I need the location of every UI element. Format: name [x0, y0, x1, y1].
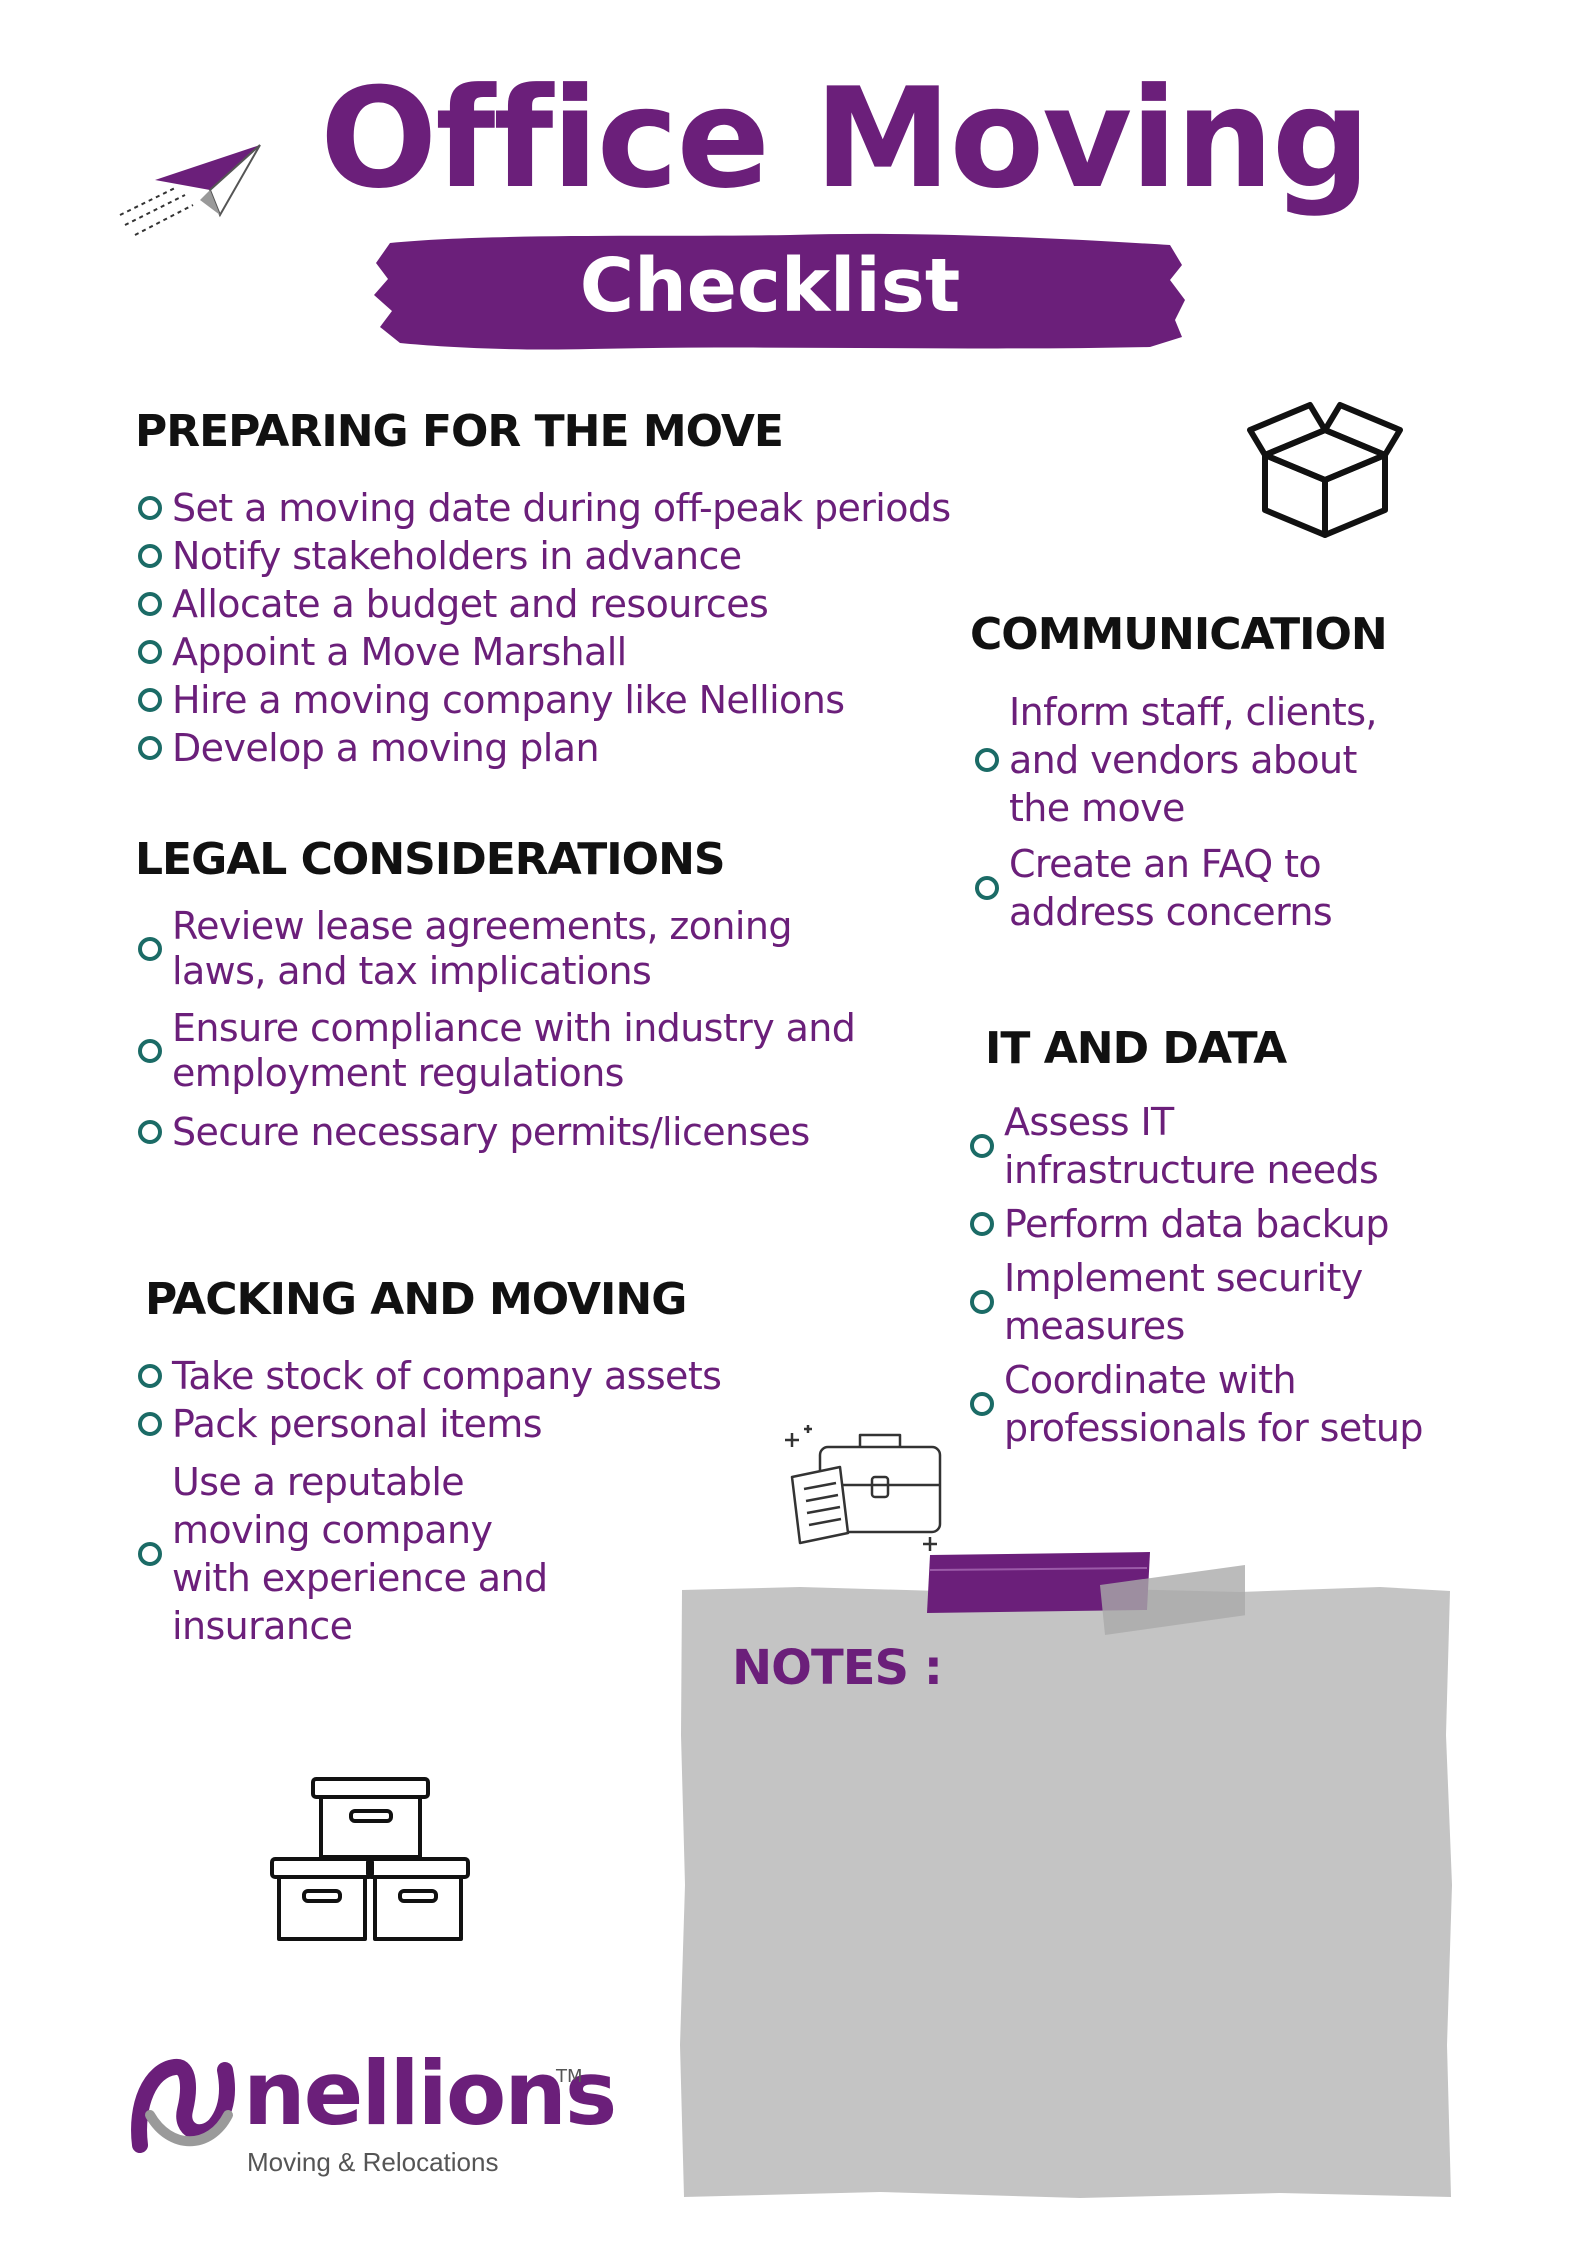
- list-item: Secure necessary permits/licenses: [138, 1108, 858, 1156]
- paper-plane-icon: [119, 144, 261, 236]
- list-item: Appoint a Move Marshall: [138, 628, 1038, 676]
- page-subtitle: Checklist: [579, 243, 961, 329]
- page-title: Office Moving: [320, 58, 1371, 219]
- notes-panel: [680, 1587, 1452, 2198]
- list-item: Implement security measures: [970, 1254, 1410, 1350]
- bullet-icon: [970, 1290, 994, 1314]
- section-heading-it: IT AND DATA: [985, 1023, 1287, 1074]
- section-heading-packing: PACKING AND MOVING: [145, 1274, 687, 1325]
- list-item: Notify stakeholders in advance: [138, 532, 1038, 580]
- nellions-logo-icon: [131, 2059, 235, 2153]
- bullet-icon: [138, 640, 162, 664]
- bullet-icon: [138, 1039, 162, 1063]
- list-item: Perform data backup: [970, 1200, 1470, 1248]
- bullet-icon: [970, 1134, 994, 1158]
- list-item: Allocate a budget and resources: [138, 580, 1038, 628]
- section-heading-communication: COMMUNICATION: [970, 609, 1388, 660]
- bullet-icon: [138, 1542, 162, 1566]
- list-item: Set a moving date during off-peak period…: [138, 484, 1038, 532]
- bullet-icon: [138, 544, 162, 568]
- brush-stroke-banner: [374, 233, 1185, 350]
- bullet-icon: [975, 748, 999, 772]
- tape-strip: [927, 1552, 1245, 1635]
- brand-name: nellions: [243, 2042, 617, 2145]
- list-item: Inform staff, clients, and vendors about…: [975, 688, 1405, 832]
- bullet-icon: [138, 688, 162, 712]
- bullet-icon: [138, 592, 162, 616]
- preparing-list: Set a moving date during off-peak period…: [138, 484, 1038, 772]
- list-item: Ensure compliance with industry and empl…: [138, 1006, 858, 1096]
- list-item: Create an FAQ to address concerns: [975, 840, 1405, 936]
- bullet-icon: [138, 937, 162, 961]
- bullet-icon: [138, 1412, 162, 1436]
- list-item: Develop a moving plan: [138, 724, 1038, 772]
- it-list: Assess IT infrastructure needs Perform d…: [970, 1098, 1470, 1452]
- list-item: Hire a moving company like Nellions: [138, 676, 1038, 724]
- list-item: Assess IT infrastructure needs: [970, 1098, 1410, 1194]
- list-item: Take stock of company assets: [138, 1352, 838, 1400]
- list-item: Coordinate with professionals for setup: [970, 1356, 1470, 1452]
- bullet-icon: [975, 876, 999, 900]
- bullet-icon: [970, 1212, 994, 1236]
- list-item: Pack personal items: [138, 1400, 838, 1448]
- legal-list: Review lease agreements, zoning laws, an…: [138, 904, 858, 1156]
- open-box-icon: [1247, 402, 1403, 538]
- brand-tagline: Moving & Relocations: [247, 2147, 499, 2177]
- trademark-mark: TM: [556, 2066, 583, 2087]
- section-heading-preparing: PREPARING FOR THE MOVE: [135, 406, 784, 457]
- packing-list: Take stock of company assets Pack person…: [138, 1352, 838, 1650]
- bullet-icon: [138, 496, 162, 520]
- communication-list: Inform staff, clients, and vendors about…: [975, 688, 1405, 936]
- section-heading-legal: LEGAL CONSIDERATIONS: [135, 834, 726, 885]
- stacked-boxes-icon: [270, 1777, 470, 1941]
- list-item: Use a reputable moving company with expe…: [138, 1458, 548, 1650]
- list-item: Review lease agreements, zoning laws, an…: [138, 904, 858, 994]
- bullet-icon: [138, 1120, 162, 1144]
- bullet-icon: [138, 736, 162, 760]
- bullet-icon: [970, 1392, 994, 1416]
- notes-label: NOTES :: [732, 1640, 943, 1696]
- briefcase-icon: [785, 1425, 942, 1551]
- bullet-icon: [138, 1364, 162, 1388]
